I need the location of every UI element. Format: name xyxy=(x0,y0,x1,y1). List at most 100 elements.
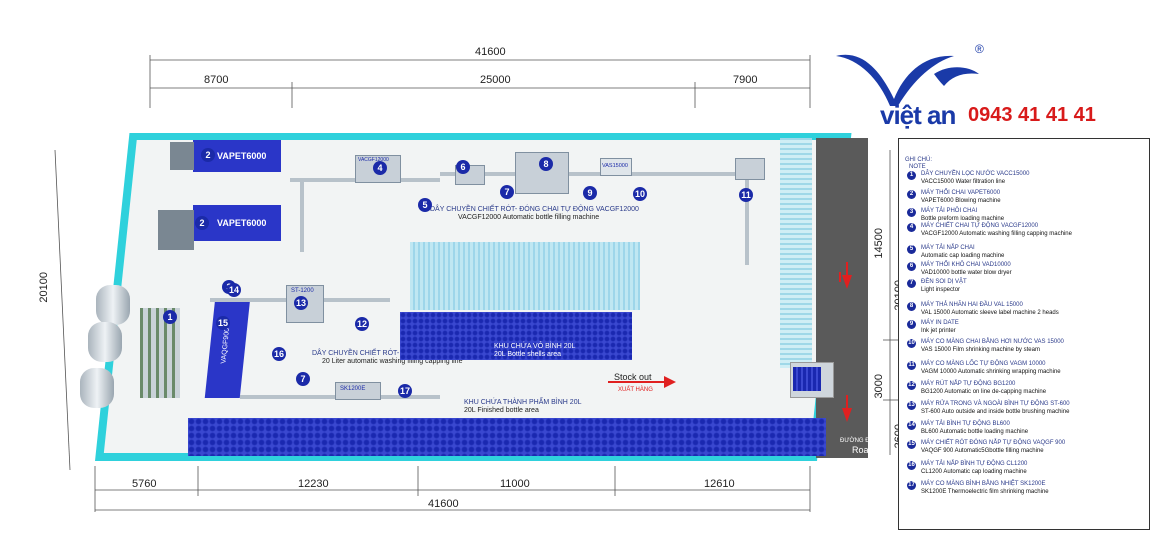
dim-bottom-total: 41600 xyxy=(428,498,459,510)
marker-7: 7 xyxy=(500,185,514,199)
machine-body xyxy=(735,158,765,180)
main-line-label-vi: DÂY CHUYỀN CHIẾT RÓT- ĐÓNG CHAI TỰ ĐỘNG … xyxy=(430,206,639,213)
legend-item-label-vi: MÁY RÚT NẮP TỰ ĐỘNG BG1200 xyxy=(921,381,1016,387)
stock-out-arrow-icon xyxy=(664,376,676,388)
conveyor xyxy=(745,170,749,265)
legend-item-number: 12 xyxy=(907,381,916,390)
legend-item-number: 6 xyxy=(907,262,916,271)
marker-5: 5 xyxy=(418,198,432,212)
road-arrow-down-icon xyxy=(842,408,852,422)
legend-item-label-en: ST-600 Auto outside and inside bottle br… xyxy=(921,409,1070,415)
legend-item-number: 3 xyxy=(907,208,916,217)
legend-item-number: 7 xyxy=(907,279,916,288)
finished-product-pallets xyxy=(410,242,640,310)
legend-item-label-vi: MÁY RỬA TRONG VÀ NGOÀI BÌNH TỰ ĐỘNG ST-6… xyxy=(921,401,1070,407)
legend-item-label-en: SK1200E Thermoelectric film shrinking ma… xyxy=(921,489,1049,495)
shells-label-en: 20L Bottle shells area xyxy=(494,351,562,358)
stock-out-label-vi: XUẤT HÀNG xyxy=(618,387,653,393)
legend-item-label-vi: MÁY THỔI CHAI VAPET6000 xyxy=(921,190,1001,196)
legend-item-label-en: CL1200 Automatic cap loading machine xyxy=(921,469,1027,475)
stock-out-arrow-shaft xyxy=(608,381,668,383)
dim-left-total: 20100 xyxy=(38,272,50,303)
legend-item-label-en: VAGM 10000 Automatic shrinking wrapping … xyxy=(921,369,1061,375)
legend-item-number: 13 xyxy=(907,401,916,410)
legend-item-label-vi: DÂY CHUYỀN LỌC NƯỚC VACC15000 xyxy=(921,171,1030,177)
water-tank xyxy=(80,368,114,408)
main-line-label-en: VACGF12000 Automatic bottle filling mach… xyxy=(458,214,600,221)
marker-7: 7 xyxy=(296,372,310,386)
dim-bottom-seg-3: 11000 xyxy=(500,478,530,490)
dim-bottom-seg-4: 12610 xyxy=(704,478,735,490)
legend-item-label-vi: ĐÈN SOI DỊ VẬT xyxy=(921,279,967,285)
sk-label: SK1200E xyxy=(340,386,366,392)
st-label: ST-1200 xyxy=(291,288,314,294)
dim-bottom-seg-2: 12230 xyxy=(298,478,329,490)
road-arrow-shaft xyxy=(839,272,841,282)
road xyxy=(816,138,868,458)
marker-10: 10 xyxy=(633,187,647,201)
legend-item-label-en: VAD10000 bottle water blow dryer xyxy=(921,270,1012,276)
legend-item-number: 8 xyxy=(907,302,916,311)
dim-top-seg-2: 25000 xyxy=(480,74,511,86)
dim-right-seg-1: 14500 xyxy=(873,228,885,259)
legend-item-label-en: VAPET6000 Blowing machine xyxy=(921,198,1001,204)
legend-item-label-vi: MÁY THẢ NHÃN HAI ĐẦU VAL 15000 xyxy=(921,302,1023,308)
marker-17: 17 xyxy=(398,384,412,398)
legend-item-number: 4 xyxy=(907,223,916,232)
conveyor xyxy=(300,182,304,252)
road-label-en: Road xyxy=(852,445,874,455)
pallet-stack-right xyxy=(780,138,812,368)
legend-item-number: 16 xyxy=(907,461,916,470)
marker-4: 4 xyxy=(373,161,387,175)
legend-item-label-vi: MÁY THỔI KHÔ CHAI VAD10000 xyxy=(921,262,1011,268)
legend-item-number: 11 xyxy=(907,361,916,370)
legend-item-label-vi: MÁY TẢI PHÔI CHAI xyxy=(921,208,978,214)
truck-load xyxy=(793,367,821,391)
dim-top-seg-1: 8700 xyxy=(204,74,229,86)
dim-right-seg-2: 3000 xyxy=(873,374,885,399)
finished-label-en: 20L Finished bottle area xyxy=(464,407,539,414)
legend-item-label-vi: MÁY IN DATE xyxy=(921,320,959,326)
shells-label-vi: KHU CHỨA VỎ BÌNH 20L xyxy=(494,343,576,350)
road-arrow-shaft xyxy=(846,262,848,276)
road-arrow-down-icon xyxy=(842,275,852,289)
conveyor xyxy=(440,172,750,176)
road-label-vi: ĐƯỜNG ĐI xyxy=(840,438,872,444)
legend-item-label-en: VAL 15000 Automatic sleeve label machine… xyxy=(921,310,1059,316)
brand-name: việt an xyxy=(880,100,956,130)
legend-item-number: 1 xyxy=(907,171,916,180)
legend-item-label-vi: MÁY TẢI BÌNH TỰ ĐỘNG BL600 xyxy=(921,421,1010,427)
marker-15: 15 xyxy=(216,316,230,330)
marker-2: 2 xyxy=(201,148,215,162)
dim-bottom-seg-1: 5760 xyxy=(132,478,157,490)
legend-item-label-vi: MÁY TẢI NẮP BÌNH TỰ ĐỘNG CL1200 xyxy=(921,461,1028,467)
marker-16: 16 xyxy=(272,347,286,361)
legend-item-label-vi: MÁY TẢI NẮP CHAI xyxy=(921,245,975,251)
legend-title-vi: GHI CHÚ: xyxy=(905,157,932,163)
marker-14: 14 xyxy=(227,283,241,297)
marker-12: 12 xyxy=(355,317,369,331)
legend-item-label-en: VAS 15000 Film shrinking machine by stea… xyxy=(921,347,1040,353)
truck xyxy=(790,362,834,398)
legend-item-label-en: Ink jet printer xyxy=(921,328,956,334)
vapet-machine: VAPET6000 xyxy=(193,205,281,241)
machine-body xyxy=(158,210,194,250)
legend-item-label-vi: MÁY CHIẾT RÓT ĐÓNG NẮP TỰ ĐỘNG VAQGF 900 xyxy=(921,440,1066,446)
line-20l-label-en: 20 Liter automatic washing filling cappi… xyxy=(322,358,463,365)
viet-an-logo-icon xyxy=(836,54,979,106)
legend-item-label-en: Light inspector xyxy=(921,287,961,293)
vacgf-label: VACGF12000 xyxy=(358,157,389,163)
water-tank xyxy=(88,322,122,362)
water-tank xyxy=(96,285,130,325)
dim-top-seg-3: 7900 xyxy=(733,74,758,86)
legend-item-number: 5 xyxy=(907,245,916,254)
vas-machine: VAS15000 xyxy=(600,158,632,176)
vaqgf-label: VAQGF900 xyxy=(220,328,232,364)
finished-bottles-area xyxy=(188,418,826,456)
finished-label-vi: KHU CHỨA THÀNH PHẨM BÌNH 20L xyxy=(464,399,582,406)
vapet-label: VAPET6000 xyxy=(217,218,267,228)
marker-2: 2 xyxy=(195,216,209,230)
vapet-label: VAPET6000 xyxy=(217,151,267,161)
marker-11: 11 xyxy=(739,188,753,202)
